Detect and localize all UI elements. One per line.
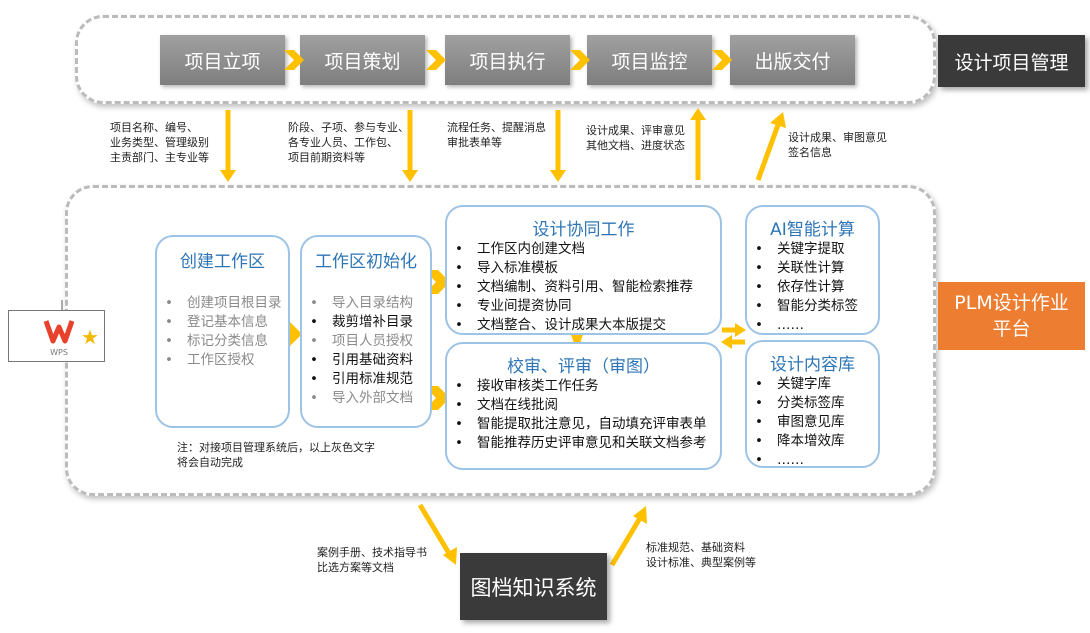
step-initiation: 项目立项 xyxy=(160,35,285,85)
chevron-arrow-icon xyxy=(426,50,446,70)
wps-logo: WPS ★ xyxy=(8,310,105,362)
review-card: 校审、评审（审图） 接收审核类工作任务 文档在线批阅 智能提取批注意见，自动填充… xyxy=(445,342,722,470)
ai-compute-card: AI智能计算 关键字提取 关联性计算 依存性计算 智能分类标签 …… xyxy=(745,205,880,335)
chevron-arrow-icon xyxy=(570,50,590,70)
star-icon: ★ xyxy=(81,325,99,349)
step-delivery: 出版交付 xyxy=(730,35,855,85)
arrow-left-icon xyxy=(721,335,732,349)
bottom-in-note: 案例手册、技术指导书比选方案等文档 xyxy=(317,546,427,574)
bottom-out-note: 标准规范、基础资料设计标准、典型案例等 xyxy=(646,541,756,569)
project-management-label: 设计项目管理 xyxy=(938,35,1085,87)
flow-note-3: 流程任务、提醒消息审批表单等 xyxy=(447,121,546,149)
chevron-arrow-icon xyxy=(712,50,732,70)
flow-note-5: 设计成果、审图意见签名信息 xyxy=(788,131,887,159)
plm-platform-label: PLM设计作业平台 xyxy=(938,282,1085,350)
chevron-arrow-icon xyxy=(284,50,304,70)
arrow-up-icon xyxy=(770,112,786,128)
arrow-down-icon xyxy=(443,547,457,565)
step-execution: 项目执行 xyxy=(445,35,570,85)
content-library-card: 设计内容库 关键字库 分类标签库 审图意见库 降本增效库 …… xyxy=(745,340,880,470)
workspace-init-card: 工作区初始化 导入目录结构 裁剪增补目录 项目人员授权 引用基础资料 引用标准规… xyxy=(300,235,432,428)
create-workspace-card: 创建工作区 创建项目根目录 登记基本信息 标记分类信息 工作区授权 xyxy=(155,235,290,428)
gray-text-note: 注：对接项目管理系统后，以上灰色文字将会自动完成 xyxy=(177,441,375,469)
arrow-up-icon xyxy=(633,506,647,524)
arrow-up-icon xyxy=(690,108,706,120)
project-management-region xyxy=(75,15,936,104)
arrow-down-icon xyxy=(220,170,236,182)
wps-icon: WPS xyxy=(43,320,75,357)
design-collab-card: 设计协同工作 工作区内创建文档 导入标准模板 文档编制、资料引用、智能检索推荐 … xyxy=(445,205,722,335)
arrow-right-icon xyxy=(735,323,746,337)
flow-note-2: 阶段、子项、参与专业、各专业人员、工作包、项目前期资料等 xyxy=(288,121,409,164)
svg-text:WPS: WPS xyxy=(50,348,68,357)
knowledge-system-label: 图档知识系统 xyxy=(460,553,607,620)
arrow-down-icon xyxy=(550,170,566,182)
step-planning: 项目策划 xyxy=(300,35,425,85)
flow-note-4: 设计成果、评审意见其他文档、进度状态 xyxy=(586,124,685,152)
arrow-down-icon xyxy=(402,170,418,182)
step-monitoring: 项目监控 xyxy=(587,35,712,85)
flow-note-1: 项目名称、编号、业务类型、管理级别主责部门、主专业等 xyxy=(110,121,209,164)
